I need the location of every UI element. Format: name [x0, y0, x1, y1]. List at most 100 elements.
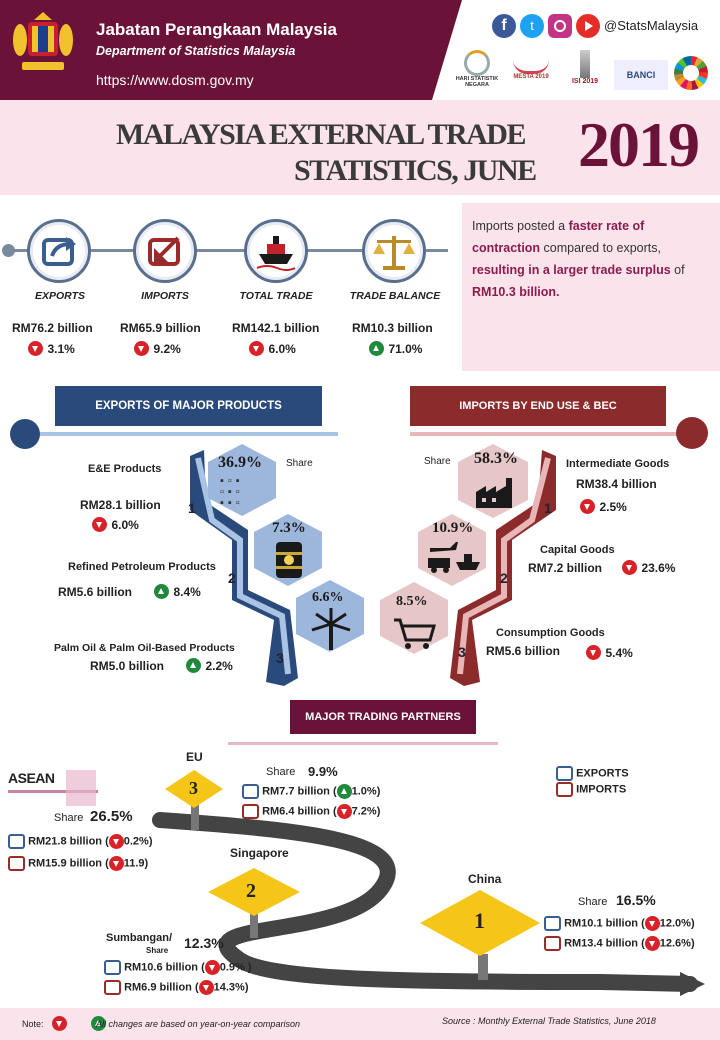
consumption-goods-name: Consumption Goods: [496, 627, 605, 639]
capital-goods-share: 10.9%: [432, 520, 474, 536]
exports-heading-line: [28, 432, 338, 436]
import-icon: [544, 936, 561, 951]
down-arrow-icon: [198, 980, 214, 995]
imports-enduse-heading: IMPORTS BY END USE & BEC: [410, 386, 666, 426]
summary-section: EXPORTS RM76.2 billion 3.1% IMPORTS RM65…: [0, 195, 720, 380]
singapore-rank: 2: [246, 880, 256, 902]
twitter-icon[interactable]: t: [520, 14, 544, 38]
down-arrow-icon: [249, 341, 264, 357]
eu-name: EU: [186, 750, 203, 764]
eu-share: 9.9%: [308, 764, 338, 779]
banci-logo: BANCI: [614, 60, 668, 90]
export-icon: [556, 766, 573, 781]
china-share-label: Share: [578, 896, 608, 908]
asean-share-label: Share: [54, 812, 84, 824]
imports-stat-icon: [133, 219, 197, 283]
partners-heading: MAJOR TRADING PARTNERS: [290, 700, 476, 734]
petroleum-change: 8.4%: [154, 583, 201, 601]
partner-logos: HARI STATISTIK NEGARA MESTA 2019 ISI 201…: [452, 50, 714, 96]
singapore-name: Singapore: [230, 846, 289, 860]
imports-stat-change: 9.2%: [134, 340, 181, 358]
imports-rank-2: 2: [500, 570, 508, 586]
down-arrow-icon: [622, 560, 637, 576]
palm-oil-share: 6.6%: [312, 590, 344, 605]
palm-oil-change: 2.2%: [186, 657, 233, 675]
products-section: EXPORTS OF MAJOR PRODUCTS IMPORTS BY END…: [0, 380, 720, 690]
down-arrow-icon: [644, 936, 660, 951]
shopping-cart-icon: [394, 618, 436, 649]
exports-stat-label: EXPORTS: [35, 290, 85, 302]
down-arrow-icon: [134, 341, 149, 357]
up-arrow-icon: [369, 341, 384, 357]
down-arrow-icon: [28, 341, 43, 357]
partners-heading-line: [228, 742, 498, 745]
import-icon: [8, 856, 25, 871]
singapore-share-label-2: Share: [146, 946, 169, 955]
china-exports: RM10.1 billion (12.0%): [544, 916, 695, 931]
exports-share-label: Share: [286, 458, 313, 469]
asean-share: 26.5%: [90, 808, 133, 825]
website-link[interactable]: https://www.dosm.gov.my: [96, 72, 254, 88]
china-share: 16.5%: [616, 892, 656, 908]
youtube-icon[interactable]: [576, 14, 600, 38]
eu-exports: RM7.7 billion (1.0%): [242, 784, 380, 799]
facebook-icon[interactable]: f: [492, 14, 516, 38]
china-name: China: [468, 872, 502, 886]
ee-products-share: 36.9%: [218, 454, 262, 471]
asean-imports: RM15.9 billion (11.9): [8, 856, 148, 871]
total-trade-stat-icon: [244, 219, 308, 283]
timeline-line: [8, 249, 448, 252]
title-band: MALAYSIA EXTERNAL TRADE STATISTICS, JUNE…: [0, 100, 720, 195]
org-subtitle: Department of Statistics Malaysia: [96, 44, 296, 58]
isi-logo: ISI 2019: [560, 50, 610, 96]
down-arrow-icon: [336, 804, 352, 819]
asean-decor: [66, 770, 96, 806]
instagram-icon[interactable]: [548, 14, 572, 38]
consumption-goods-change: 5.4%: [586, 644, 633, 662]
asean-underline: [8, 790, 98, 793]
footer: Note: All changes are based on year-on-y…: [0, 1008, 720, 1040]
footer-note-label: Note:: [22, 1019, 44, 1029]
imports-hex-stair: [450, 450, 556, 686]
down-arrow-icon: [108, 834, 124, 849]
export-icon: [8, 834, 25, 849]
title-line-2: STATISTICS, JUNE: [294, 154, 537, 187]
total-trade-stat-value: RM142.1 billion: [232, 321, 320, 335]
down-arrow-icon: [52, 1016, 67, 1032]
imports-rank-1: 1: [544, 500, 552, 516]
sdg-wheel-icon: [674, 56, 708, 90]
eu-imports: RM6.4 billion (7.2%): [242, 804, 380, 819]
singapore-share-label-1: Sumbangan/: [106, 932, 173, 944]
intermediate-goods-name: Intermediate Goods: [566, 458, 670, 470]
down-arrow-icon: [580, 499, 595, 515]
road-graphic: [152, 812, 705, 996]
singapore-sign-post: [250, 912, 258, 938]
palm-oil-value: RM5.0 billion: [90, 659, 165, 673]
factory-icon: [476, 478, 512, 508]
import-icon: [104, 980, 121, 995]
up-arrow-icon: [336, 784, 352, 799]
mesta-logo: MESTA 2019: [506, 52, 556, 96]
exports-rank-2: 2: [228, 570, 236, 586]
legend-exports: EXPORTS: [556, 766, 629, 781]
footer-note-text: All changes are based on year-on-year co…: [96, 1019, 300, 1029]
petroleum-share: 7.3%: [272, 520, 306, 536]
intermediate-goods-value: RM38.4 billion: [576, 477, 657, 491]
palm-tree-icon: [311, 608, 351, 650]
ee-products-change: 6.0%: [92, 516, 139, 534]
ee-products-hexagon: [208, 444, 276, 516]
china-sign-post: [478, 954, 488, 980]
petroleum-name: Refined Petroleum Products: [68, 561, 216, 573]
exports-heading-dot: [10, 419, 40, 449]
singapore-share: 12.3%: [184, 935, 224, 951]
title-line-1: MALAYSIA EXTERNAL TRADE: [116, 118, 526, 151]
footer-source: Source : Monthly External Trade Statisti…: [442, 1016, 656, 1026]
china-rank: 1: [474, 908, 485, 933]
intermediate-goods-change: 2.5%: [580, 498, 627, 516]
total-trade-stat-change: 6.0%: [249, 340, 296, 358]
ee-products-name: E&E Products: [88, 463, 162, 475]
social-handle[interactable]: @StatsMalaysia: [604, 18, 699, 33]
singapore-exports: RM10.6 billion (0.9% ): [104, 960, 252, 975]
title-year: 2019: [578, 109, 700, 180]
trade-balance-stat-value: RM10.3 billion: [352, 321, 433, 335]
